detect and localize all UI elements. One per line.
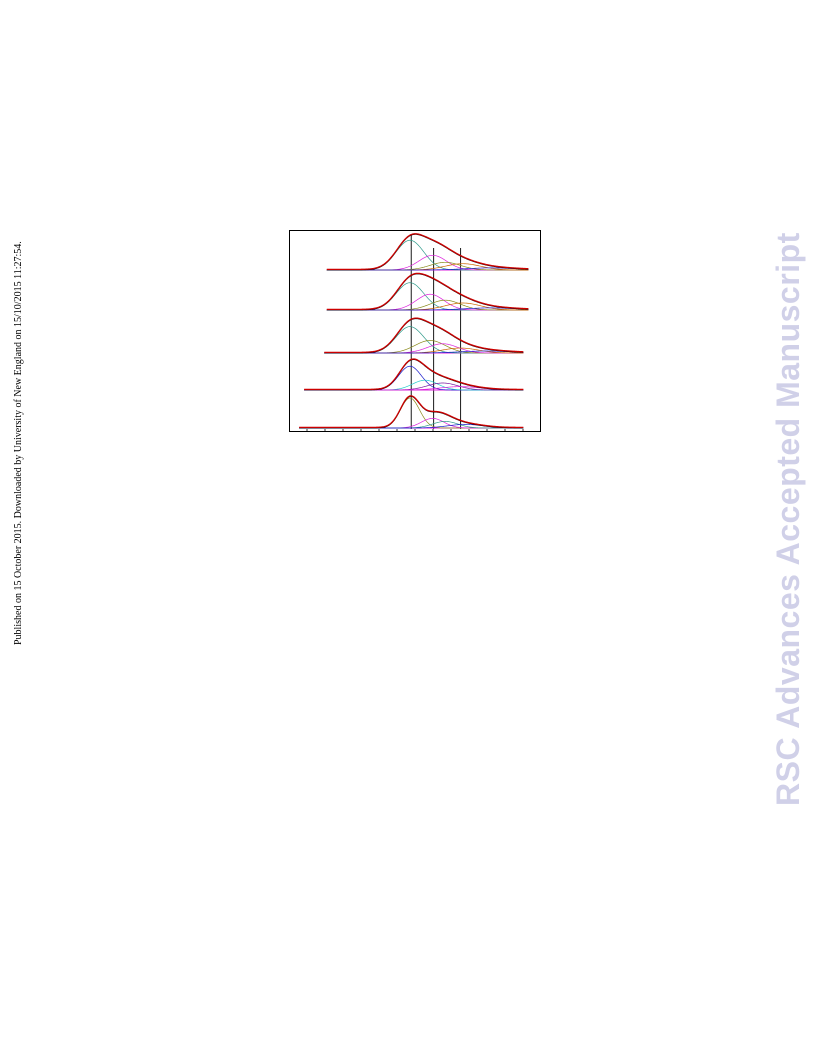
- measured-spectrum: [326, 272, 529, 311]
- accepted-manuscript-watermark: RSC Advances Accepted Manuscript: [770, 232, 806, 806]
- fitted-envelope: [324, 318, 524, 354]
- spectrum-trace: [304, 358, 524, 391]
- measured-spectrum: [304, 358, 524, 391]
- measured-spectrum: [299, 395, 524, 429]
- component-peak: [326, 299, 529, 311]
- stacked-spectra-chart: [289, 230, 541, 432]
- measured-spectrum: [326, 233, 529, 271]
- spectrum-trace: [299, 395, 524, 429]
- spectrum-trace: [326, 233, 529, 271]
- spectrum-trace: [326, 272, 529, 311]
- spectra-figure: [289, 230, 541, 433]
- component-peak: [326, 239, 529, 271]
- component-peak: [304, 365, 524, 391]
- publication-note: Published on 15 October 2015. Downloaded…: [13, 241, 24, 645]
- measured-spectrum: [324, 317, 524, 354]
- fitted-envelope: [326, 233, 529, 271]
- component-peak: [324, 343, 524, 354]
- component-peak: [326, 293, 529, 311]
- spectrum-trace: [324, 317, 524, 354]
- fitted-envelope: [304, 359, 524, 391]
- fitted-envelope: [326, 273, 529, 311]
